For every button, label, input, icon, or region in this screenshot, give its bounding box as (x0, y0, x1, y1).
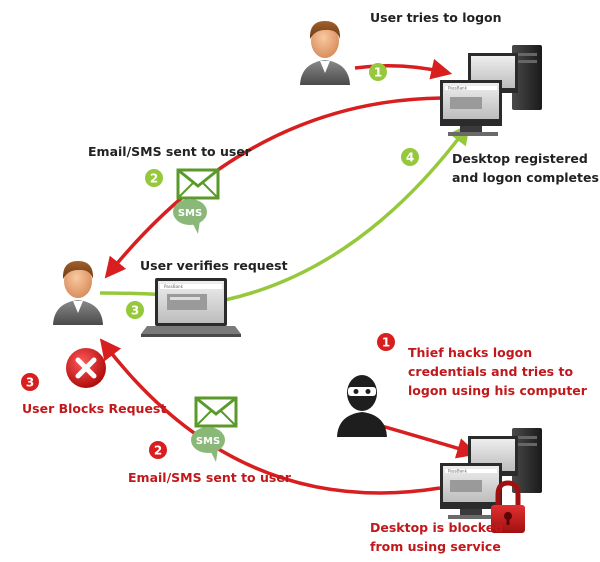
label-user-blocks: User Blocks Request (22, 401, 166, 416)
sms-bubble-icon-bottom: SMS (191, 427, 225, 462)
screen-brand-bottom: PassBank (448, 469, 468, 474)
envelope-icon-top (176, 168, 220, 200)
label-user-verifies: User verifies request (140, 258, 288, 273)
arrow-desktop-to-user-email (104, 96, 443, 279)
step-badge-3: 3 (126, 301, 144, 319)
label-thief-1: Thief hacks logon (408, 345, 532, 360)
svg-text:4: 4 (406, 151, 414, 165)
arrow-thief-to-desktop (377, 423, 479, 459)
step-badge-2: 2 (145, 169, 163, 187)
svg-text:2: 2 (150, 172, 158, 186)
label-desktop-registered-1: Desktop registered (452, 151, 588, 166)
thief-step-badge-2: 2 (149, 441, 167, 459)
arrow-laptop-to-desktop-green (224, 123, 471, 302)
padlock-icon (491, 480, 525, 533)
thief-step-badge-3: 3 (21, 373, 39, 391)
red-x-icon (66, 348, 106, 388)
svg-text:3: 3 (131, 304, 139, 318)
laptop-icon: PassBank (141, 278, 241, 337)
thief-step-badge-1: 1 (377, 333, 395, 351)
label-desktop-blocked-1: Desktop is blocked (370, 520, 503, 535)
svg-text:SMS: SMS (178, 208, 202, 219)
label-email-sms-top: Email/SMS sent to user (88, 144, 252, 159)
arrow-user-to-desktop (354, 58, 453, 80)
step-badge-1: 1 (369, 63, 387, 81)
person-icon-top (300, 21, 350, 85)
step-badge-4: 4 (401, 148, 419, 166)
label-email-sms-bottom: Email/SMS sent to user (128, 470, 292, 485)
screen-brand-laptop: PassBank (164, 284, 184, 289)
label-desktop-blocked-2: from using service (370, 539, 501, 554)
person-icon-left (53, 261, 103, 325)
arrow-desktop-to-user-blocked (99, 338, 441, 495)
desktop-computer-icon-bottom: PassBank (440, 428, 542, 519)
label-user-tries-logon: User tries to logon (370, 10, 502, 25)
svg-text:SMS: SMS (196, 436, 220, 447)
desktop-computer-icon-top: PassBank (440, 45, 542, 136)
masked-thief-icon (337, 375, 387, 437)
svg-text:3: 3 (26, 376, 34, 390)
svg-text:2: 2 (154, 444, 162, 458)
label-thief-3: logon using his computer (408, 383, 588, 398)
svg-text:1: 1 (374, 66, 382, 80)
screen-brand-top: PassBank (448, 86, 468, 91)
sms-bubble-icon-top: SMS (173, 199, 207, 234)
label-desktop-registered-2: and logon completes (452, 170, 599, 185)
svg-text:1: 1 (382, 336, 390, 350)
label-thief-2: credentials and tries to (408, 364, 573, 379)
envelope-icon-bottom (194, 396, 238, 428)
